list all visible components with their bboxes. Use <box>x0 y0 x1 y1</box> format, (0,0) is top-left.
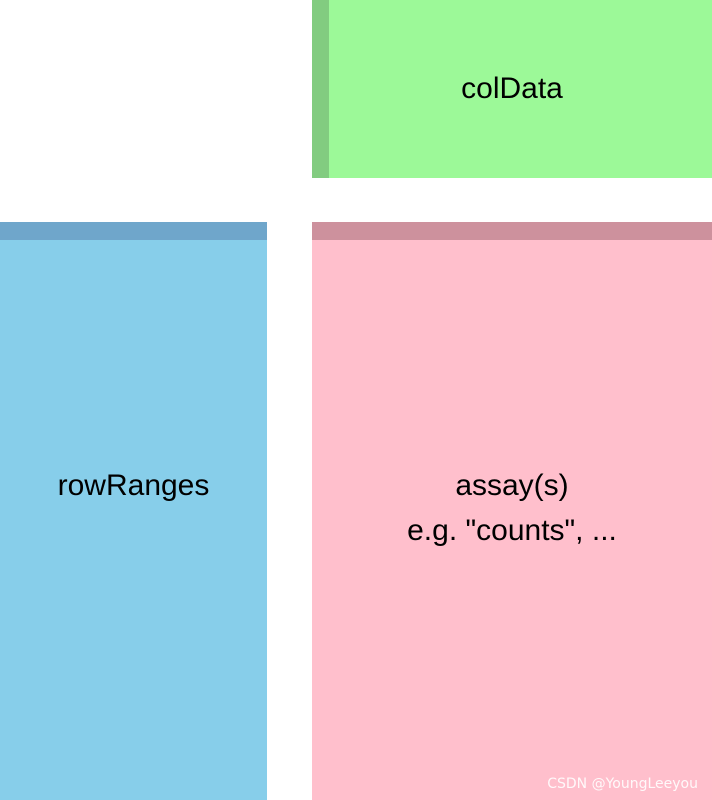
watermark: CSDN @YoungLeeyou <box>547 776 698 792</box>
assay-example-label: e.g. "counts", ... <box>407 514 617 547</box>
rowranges-block: rowRanges <box>0 222 267 800</box>
assay-block: assay(s) e.g. "counts", ... <box>312 222 712 800</box>
assay-label: assay(s) <box>455 469 569 502</box>
rowranges-accent-strip <box>0 222 267 240</box>
assay-accent-strip <box>312 222 712 240</box>
coldata-block: colData <box>312 0 712 178</box>
rowranges-label: rowRanges <box>57 469 210 502</box>
coldata-accent-strip <box>312 0 329 178</box>
coldata-label: colData <box>461 72 563 105</box>
